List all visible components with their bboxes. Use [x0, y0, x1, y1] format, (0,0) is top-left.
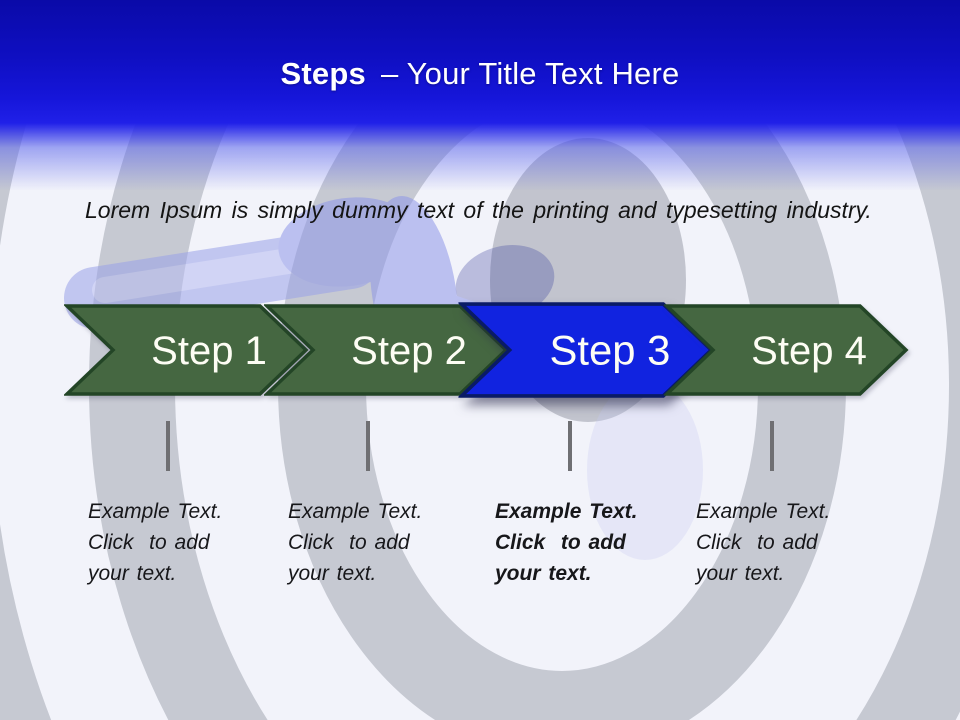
step-description-4: Example Text. Click to add your text.	[696, 500, 831, 585]
step-connector-tick	[568, 421, 572, 471]
step-chevron-4[interactable]: Step 4	[664, 303, 912, 397]
step-connector-tick	[770, 421, 774, 471]
step-description-3-active: Example Text. Click to add your text.	[495, 500, 638, 585]
step-label: Step 1	[151, 329, 267, 373]
chevron-arrow-shape[interactable]	[264, 304, 509, 396]
step-chevron-2[interactable]: Step 2	[264, 303, 512, 397]
intro-text: Lorem Ipsum is simply dummy text of the …	[85, 197, 872, 223]
step-label: Step 4	[751, 329, 867, 373]
page-title-keyword: Steps	[280, 56, 366, 91]
step-description-2: Example Text. Click to add your text.	[288, 500, 423, 585]
step-connector-tick	[166, 421, 170, 471]
page-title: Steps – Your Title Text Here	[0, 56, 960, 92]
chevron-arrow-shape[interactable]	[664, 304, 909, 396]
chevron-arrow-shape[interactable]	[64, 304, 309, 396]
step-connector-tick	[366, 421, 370, 471]
step-chevron-3-active[interactable]: Step 3	[458, 301, 717, 399]
step-label: Step 2	[351, 329, 467, 373]
page-title-subtitle: – Your Title Text Here	[380, 56, 680, 91]
step-description-1: Example Text. Click to add your text.	[88, 500, 223, 585]
chevron-arrow-shape[interactable]	[458, 302, 714, 398]
step-chevron-1[interactable]: Step 1	[64, 303, 312, 397]
step-label: Step 3	[550, 327, 671, 374]
